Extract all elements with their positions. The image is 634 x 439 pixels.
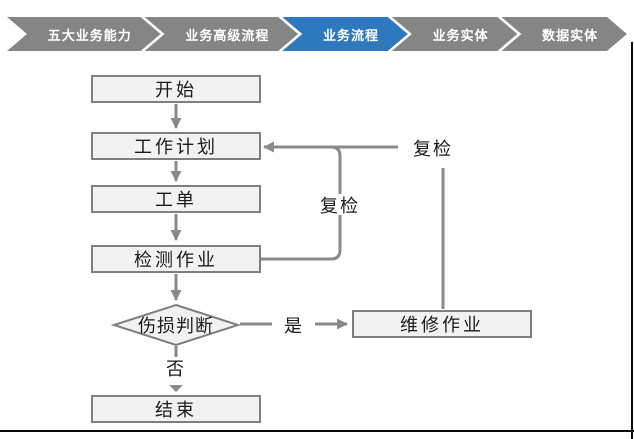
nav-step-label: 业务高级流程: [185, 27, 270, 43]
slide-bottom-border: [0, 430, 634, 432]
nav-step-shujushiti[interactable]: 数据实体: [501, 17, 627, 51]
process-step-nav: 五大业务能力 业务高级流程 业务流程 业务实体 数据实体: [7, 17, 627, 51]
nav-step-yewugaojiliucheng[interactable]: 业务高级流程: [145, 17, 299, 51]
edge-label-yes: 是: [284, 315, 304, 336]
flow-node-end: 结束: [91, 395, 261, 423]
nav-step-yewuliucheng-active[interactable]: 业务流程: [282, 17, 408, 51]
slide-right-border: [631, 42, 633, 439]
flow-node-label: 维修作业: [400, 315, 484, 335]
flow-node-repair: 维修作业: [352, 310, 532, 338]
nav-step-label: 业务实体: [432, 27, 489, 43]
edge-label-no: 否: [166, 358, 186, 379]
flow-node-work-plan: 工作计划: [91, 132, 261, 160]
nav-step-label: 五大业务能力: [47, 27, 132, 43]
edge-label-recheck-outer: 复检: [413, 138, 453, 159]
flow-node-label: 工作计划: [134, 137, 218, 157]
flow-node-damage-decision-label: 伤损判断: [138, 316, 214, 336]
flow-node-label: 检测作业: [134, 250, 218, 270]
nav-step-yewushiti[interactable]: 业务实体: [392, 17, 518, 51]
flow-node-inspection: 检测作业: [91, 245, 261, 273]
arrowhead-no-to-end: [169, 385, 183, 392]
nav-step-label: 业务流程: [322, 27, 379, 43]
flow-node-start: 开始: [91, 75, 261, 103]
flow-node-label: 开始: [155, 80, 197, 100]
edge-label-recheck-inner: 复检: [312, 194, 368, 216]
flow-node-work-order: 工单: [91, 185, 261, 213]
flow-node-label: 结束: [155, 400, 197, 420]
nav-step-label: 数据实体: [542, 27, 599, 43]
nav-step-wudayewunengli[interactable]: 五大业务能力: [7, 17, 161, 51]
flow-node-label: 工单: [155, 190, 197, 210]
